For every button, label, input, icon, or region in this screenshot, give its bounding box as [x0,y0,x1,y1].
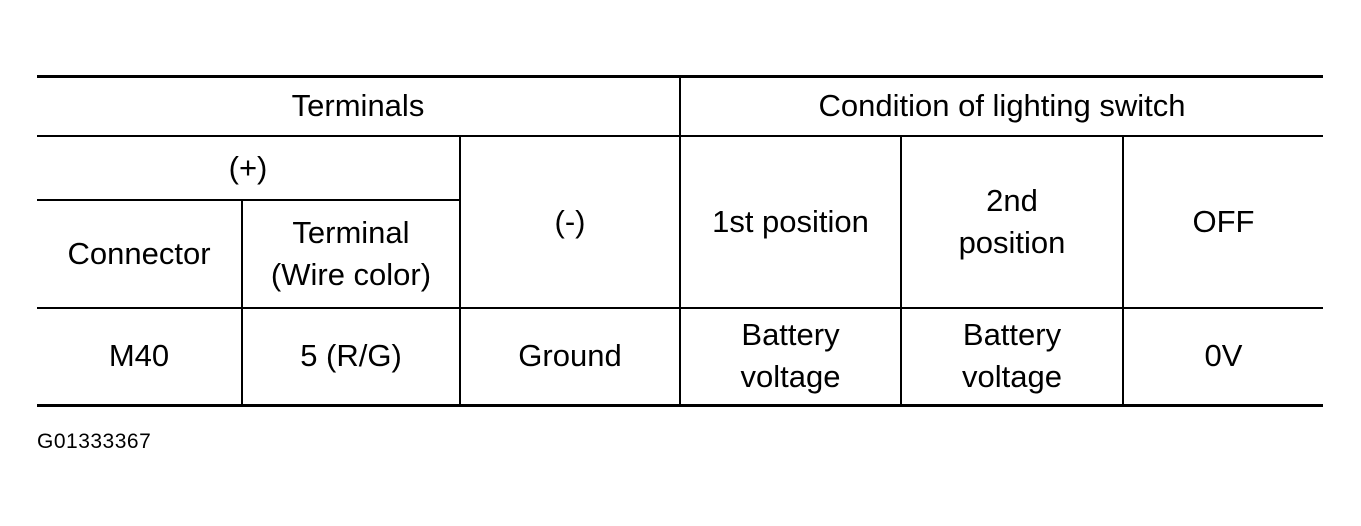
lighting-switch-condition-header: Condition of lighting switch [678,75,1324,137]
figure-code: G01333367 [37,430,152,453]
first-position-cell: Battery voltage [679,306,902,407]
negative-terminal-header: (-) [459,134,681,309]
second-position-cell: Battery voltage [900,306,1124,407]
table-row: M40 5 (R/G) Ground Battery voltage Batte… [37,306,1324,407]
terminals-header: Terminals [37,75,681,137]
terminal-cell: 5 (R/G) [241,306,461,407]
terminal-voltage-table: Terminals Condition of lighting switch (… [37,75,1324,407]
first-position-header: 1st position [679,134,902,309]
second-position-header: 2nd position [900,134,1124,309]
positive-terminal-header: (+) [37,134,461,201]
header-row-groups: Terminals Condition of lighting switch [37,75,1324,137]
connector-cell: M40 [37,306,243,407]
header-row-columns: Connector Terminal (Wire color) [37,198,1323,309]
off-header: OFF [1121,134,1324,309]
connector-header: Connector [37,198,243,309]
off-cell: 0V [1121,306,1324,407]
terminal-wire-color-header: Terminal (Wire color) [241,198,461,309]
header-row-subgroups: (+) (-) 1st position 2nd position OFF [37,134,1324,309]
negative-terminal-cell: Ground [459,306,681,407]
